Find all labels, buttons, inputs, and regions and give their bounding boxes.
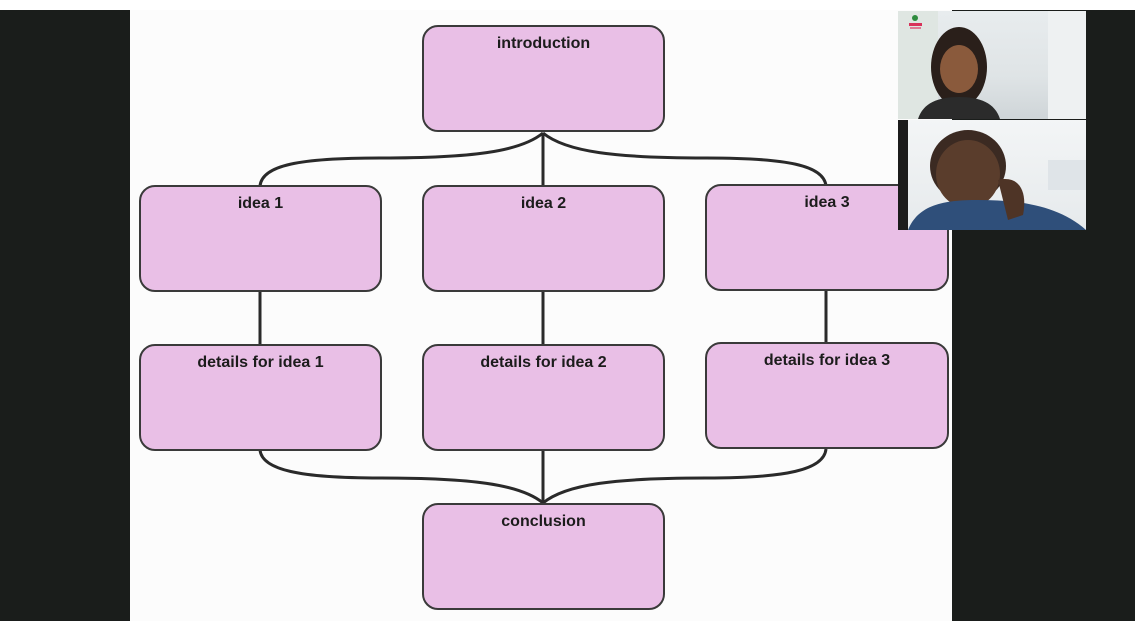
details-idea-3-box: details for idea 3 xyxy=(705,342,949,449)
letterbox-left xyxy=(0,10,130,621)
idea-2-label: idea 2 xyxy=(520,195,567,212)
details-idea-1-box: details for idea 1 xyxy=(139,344,382,451)
idea-2-box: idea 2 xyxy=(422,185,665,292)
participant-1-avatar xyxy=(898,11,1086,119)
idea-3-label: idea 3 xyxy=(804,194,850,211)
details-idea-2-box: details for idea 2 xyxy=(422,344,665,451)
logo-icon xyxy=(912,15,918,21)
introduction-label: introduction xyxy=(496,35,591,52)
idea-3-box: idea 3 xyxy=(705,184,949,291)
details-idea-1-label: details for idea 1 xyxy=(197,354,324,371)
idea-1-box: idea 1 xyxy=(139,185,382,292)
details-idea-3-label: details for idea 3 xyxy=(763,352,891,369)
participant-video-tile-1[interactable] xyxy=(898,11,1086,119)
participant-2-avatar xyxy=(898,120,1086,230)
idea-1-label: idea 1 xyxy=(237,195,284,212)
participant-video-tile-2[interactable] xyxy=(898,120,1086,230)
introduction-box: introduction xyxy=(422,25,665,132)
conclusion-box: conclusion xyxy=(422,503,665,610)
details-idea-2-label: details for idea 2 xyxy=(480,354,607,371)
conclusion-label: conclusion xyxy=(501,513,586,530)
